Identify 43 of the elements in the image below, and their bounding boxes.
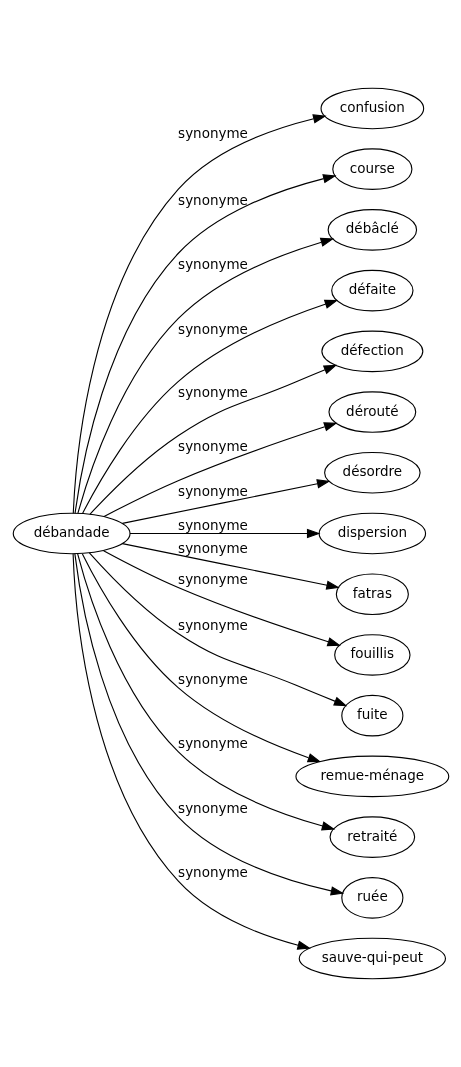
edge-label: synonyme <box>177 255 248 272</box>
edge-label: synonyme <box>177 570 248 587</box>
arrow <box>88 552 347 707</box>
arrow <box>81 553 321 763</box>
node-ellipse: débandade <box>12 512 131 555</box>
edge-label: synonyme <box>177 437 248 454</box>
node-ellipse: désordre <box>323 452 421 494</box>
node-ellipse: débâclé <box>327 209 417 251</box>
node-ellipse: fatras <box>335 573 409 615</box>
edge-label: synonyme <box>177 191 248 208</box>
node-ellipse: fuite <box>340 694 403 737</box>
edge-label: synonyme <box>177 125 248 142</box>
node-ellipse: fouillis <box>333 634 411 676</box>
edge-label: synonyme <box>177 800 248 817</box>
node-ellipse: ruée <box>340 877 403 919</box>
node-ellipse: confusion <box>320 87 424 130</box>
edge-label: synonyme <box>177 516 248 533</box>
arrow <box>121 479 330 524</box>
arrow <box>103 422 337 518</box>
arrow <box>121 543 340 590</box>
edge-label: synonyme <box>177 540 248 557</box>
node-ellipse: dispersion <box>318 512 426 555</box>
node-ellipse: dérouté <box>327 391 416 433</box>
edge-label: synonyme <box>177 864 248 881</box>
edge-label: synonyme <box>177 383 248 400</box>
arrow <box>76 237 334 514</box>
edge-label: synonyme <box>177 734 248 751</box>
arrow <box>88 364 337 515</box>
node-ellipse: défaite <box>330 269 414 312</box>
edge-label: synonyme <box>177 482 248 499</box>
arrow <box>102 550 341 647</box>
arrow <box>81 299 338 514</box>
edge-label: synonyme <box>177 321 248 338</box>
arrow <box>72 553 311 950</box>
node-ellipse: retraité <box>329 816 415 858</box>
arrow <box>128 528 320 539</box>
edge-label: synonyme <box>177 616 248 633</box>
edge-label: synonyme <box>177 670 248 687</box>
arrow <box>76 553 335 831</box>
node-ellipse: course <box>331 148 412 190</box>
arrow <box>74 174 336 514</box>
arrow <box>72 114 327 514</box>
arrow <box>73 553 344 896</box>
